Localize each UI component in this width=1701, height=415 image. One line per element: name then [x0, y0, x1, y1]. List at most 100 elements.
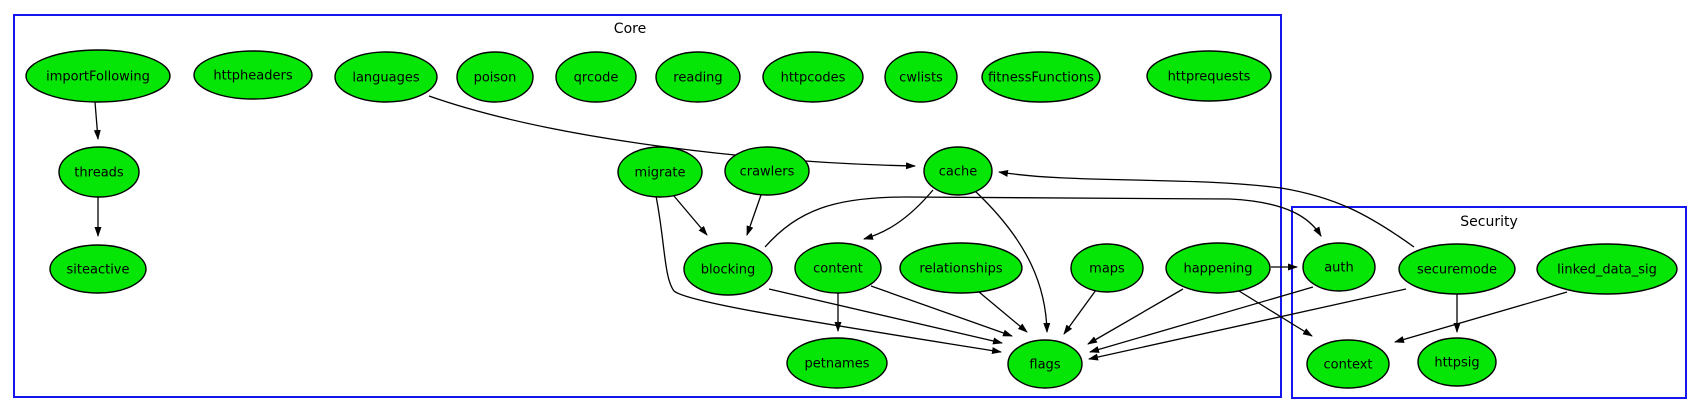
node-httprequests: httprequests: [1146, 50, 1272, 102]
node-context-shape: [1306, 339, 1390, 389]
node-blocking-label: blocking: [701, 263, 756, 278]
node-happening-shape: [1165, 242, 1271, 294]
node-blocking-shape: [683, 242, 773, 296]
node-content: content: [794, 242, 882, 294]
node-migrate-shape: [617, 146, 703, 198]
node-maps: maps: [1070, 243, 1144, 293]
node-context: context: [1306, 339, 1390, 389]
cluster-core-border: [13, 14, 1282, 398]
node-httpheaders: httpheaders: [193, 50, 313, 100]
node-cwlists-shape: [884, 51, 958, 103]
node-linked_data_sig-label: linked_data_sig: [1557, 263, 1657, 278]
node-siteactive: siteactive: [49, 244, 147, 294]
node-languages-shape: [334, 51, 438, 103]
node-importFollowing-shape: [25, 49, 171, 103]
node-maps-label: maps: [1089, 262, 1125, 277]
node-content-shape: [794, 242, 882, 294]
cluster-security-border: [1291, 206, 1687, 399]
node-languages-label: languages: [352, 71, 420, 86]
node-cache: cache: [923, 146, 993, 196]
node-siteactive-shape: [49, 244, 147, 294]
node-content-label: content: [813, 262, 863, 277]
node-securemode-shape: [1398, 243, 1516, 295]
node-reading-label: reading: [673, 71, 722, 86]
node-petnames: petnames: [786, 337, 888, 389]
edge-importFollowing-threads: [93, 101, 101, 140]
node-migrate: migrate: [617, 146, 703, 198]
node-context-label: context: [1324, 358, 1373, 373]
edge-blocking-auth: [764, 196, 1322, 248]
node-cwlists: cwlists: [884, 51, 958, 103]
node-poison: poison: [456, 51, 534, 103]
node-securemode-label: securemode: [1417, 263, 1497, 278]
node-relationships: relationships: [899, 242, 1023, 294]
node-reading-shape: [655, 51, 741, 103]
node-poison-label: poison: [474, 71, 517, 86]
node-auth: auth: [1302, 242, 1376, 292]
node-happening-label: happening: [1183, 262, 1252, 277]
node-blocking: blocking: [683, 242, 773, 296]
node-languages: languages: [334, 51, 438, 103]
node-cache-label: cache: [939, 165, 978, 180]
node-qrcode: qrcode: [555, 51, 637, 103]
node-reading: reading: [655, 51, 741, 103]
node-migrate-label: migrate: [635, 166, 686, 181]
node-importFollowing: importFollowing: [25, 49, 171, 103]
node-maps-shape: [1070, 243, 1144, 293]
edge-migrate-flags: [655, 195, 1002, 355]
node-crawlers-label: crawlers: [740, 165, 795, 180]
node-httpsig: httpsig: [1417, 337, 1497, 387]
node-auth-shape: [1302, 242, 1376, 292]
edge-cache-content: [863, 189, 934, 240]
cluster-core-label: Core: [614, 21, 646, 37]
node-httpsig-label: httpsig: [1434, 356, 1479, 371]
edge-happening-flags: [1087, 288, 1184, 345]
node-httpsig-shape: [1417, 337, 1497, 387]
node-httpcodes-shape: [762, 51, 864, 103]
node-crawlers-shape: [724, 146, 810, 196]
node-httpheaders-shape: [193, 50, 313, 100]
node-relationships-label: relationships: [919, 262, 1002, 277]
node-flags: flags: [1007, 339, 1083, 389]
edge-blocking-flags: [768, 288, 1003, 345]
cluster-core: Core: [13, 14, 1282, 398]
node-fitnessFunctions-label: fitnessFunctions: [988, 71, 1094, 86]
node-linked_data_sig: linked_data_sig: [1536, 243, 1678, 295]
node-cache-shape: [923, 146, 993, 196]
node-threads: threads: [58, 146, 140, 198]
node-flags-label: flags: [1029, 358, 1060, 373]
node-importFollowing-label: importFollowing: [46, 70, 150, 85]
node-relationships-shape: [899, 242, 1023, 294]
node-httprequests-label: httprequests: [1168, 70, 1251, 85]
edge-linked_data_sig-context: [1394, 291, 1568, 343]
node-qrcode-shape: [555, 51, 637, 103]
node-httpcodes-label: httpcodes: [781, 71, 846, 86]
node-cwlists-label: cwlists: [899, 71, 943, 86]
node-auth-label: auth: [1324, 261, 1354, 276]
node-fitnessFunctions-shape: [981, 51, 1101, 103]
node-poison-shape: [456, 51, 534, 103]
node-petnames-label: petnames: [805, 357, 870, 372]
edge-migrate-blocking: [673, 195, 708, 236]
node-httprequests-shape: [1146, 50, 1272, 102]
node-httpcodes: httpcodes: [762, 51, 864, 103]
node-siteactive-label: siteactive: [67, 263, 130, 278]
node-threads-label: threads: [74, 166, 124, 181]
edge-securemode-flags: [1088, 288, 1407, 361]
node-linked_data_sig-shape: [1536, 243, 1678, 295]
cluster-security-label: Security: [1460, 214, 1518, 230]
edge-crawlers-blocking: [746, 194, 762, 236]
edge-happening-context: [1238, 290, 1313, 337]
edge-cache-flags: [974, 190, 1051, 333]
node-fitnessFunctions: fitnessFunctions: [981, 51, 1101, 103]
edge-relationships-flags: [978, 291, 1028, 333]
node-securemode: securemode: [1398, 243, 1516, 295]
node-flags-shape: [1007, 339, 1083, 389]
node-threads-shape: [58, 146, 140, 198]
node-happening: happening: [1165, 242, 1271, 294]
node-crawlers: crawlers: [724, 146, 810, 196]
cluster-security: Security: [1291, 206, 1687, 399]
edge-securemode-cache: [998, 169, 1415, 248]
